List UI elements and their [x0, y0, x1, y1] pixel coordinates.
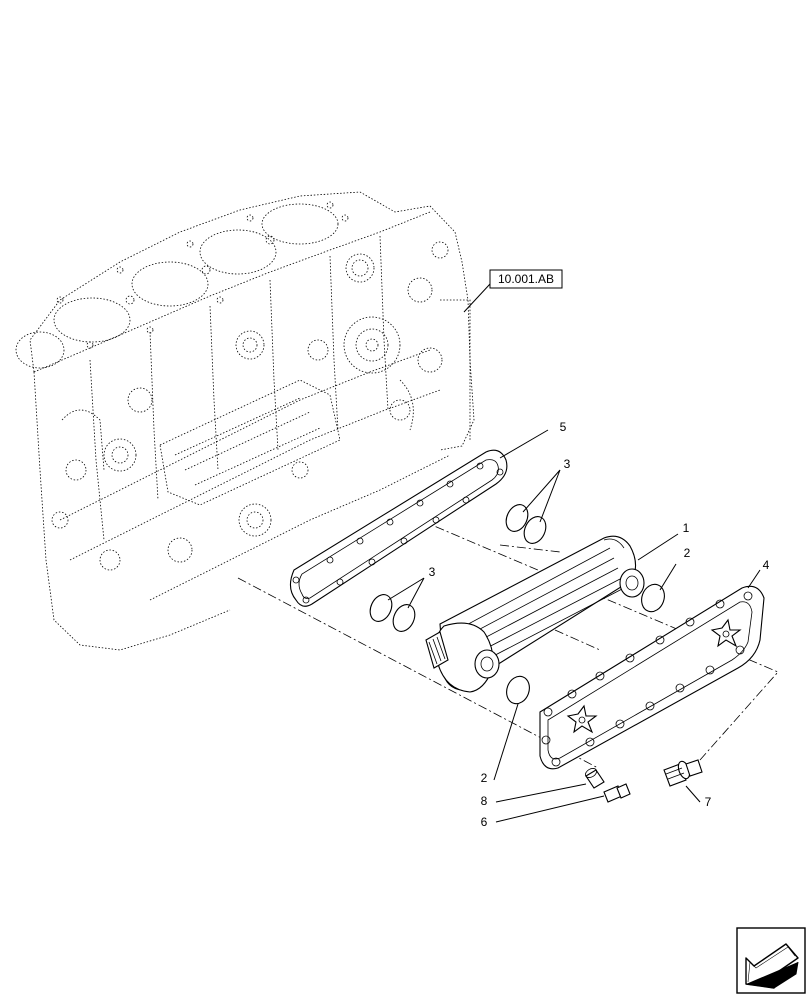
- seal-ring-front: [506, 675, 530, 705]
- o-ring-pair-lower: [369, 594, 416, 632]
- callout-8: 8: [481, 794, 488, 808]
- plug-sleeve: [585, 768, 605, 789]
- callout-5: 5: [560, 420, 567, 434]
- callout-4: 4: [763, 558, 770, 572]
- callout-3-lower: 3: [429, 565, 436, 579]
- callout-2-front: 2: [481, 771, 488, 785]
- callout-numbers: 5 3 3 1 2 4 2 8 6 7: [429, 420, 770, 829]
- oil-cooler-core: [425, 535, 645, 693]
- seal-ring-rear: [641, 583, 665, 613]
- callout-7: 7: [705, 795, 712, 809]
- next-page-arrow-icon[interactable]: [736, 927, 806, 994]
- o-ring-pair-upper: [505, 504, 547, 544]
- section-reference-link[interactable]: 10.001.AB: [489, 269, 563, 289]
- callout-2-rear: 2: [684, 546, 691, 560]
- callout-3-upper: 3: [564, 457, 571, 471]
- callout-1: 1: [683, 521, 690, 535]
- section-reference-label[interactable]: 10.001.AB: [498, 272, 554, 286]
- engine-block: [15, 191, 475, 651]
- callout-6: 6: [481, 815, 488, 829]
- oil-cooler-cover: [539, 585, 765, 770]
- flange-bolt: [663, 759, 703, 787]
- gasket: [289, 449, 508, 607]
- leader-lines: [387, 283, 761, 823]
- small-screw: [603, 783, 631, 803]
